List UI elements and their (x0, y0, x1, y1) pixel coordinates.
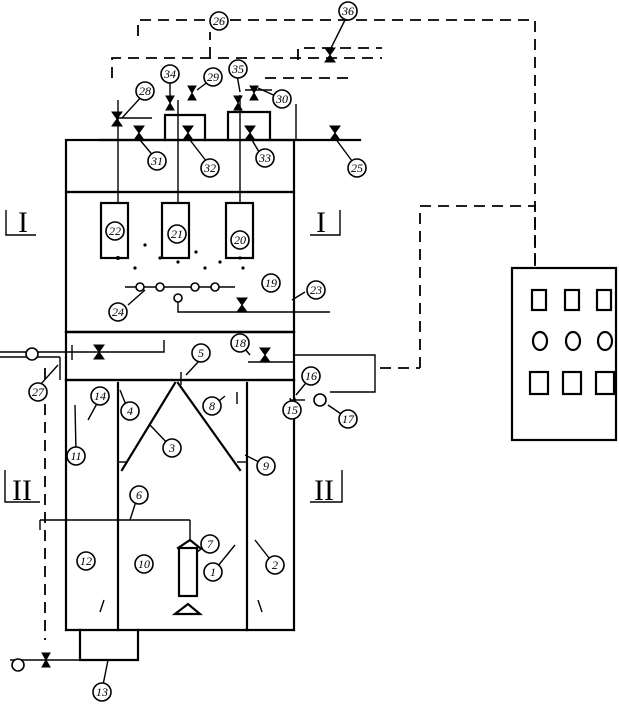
svg-text:3: 3 (168, 441, 175, 455)
draft-tube (39, 519, 204, 616)
svg-text:7: 7 (207, 537, 214, 551)
svg-text:16: 16 (305, 369, 317, 383)
control-lines (44, 19, 536, 640)
section-marks: I I II II (4, 206, 343, 507)
upper-vessel (64, 138, 296, 382)
callout-36: 36 (338, 1, 358, 21)
valves (41, 47, 341, 668)
callout-13: 13 (92, 682, 112, 702)
callout-11: 11 (66, 446, 86, 466)
callout-20: 20 (230, 230, 250, 250)
callout-7: 7 (200, 534, 220, 554)
callout-27: 27 (28, 382, 48, 402)
callout-12: 12 (76, 551, 96, 571)
callout-28: 28 (135, 81, 155, 101)
callout-19: 19 (261, 273, 281, 293)
callout-1: 1 (203, 562, 223, 582)
svg-text:34: 34 (163, 67, 176, 81)
svg-text:31: 31 (150, 154, 163, 168)
callout-18: 18 (230, 333, 250, 353)
svg-text:1: 1 (210, 565, 216, 579)
callout-6: 6 (129, 485, 149, 505)
svg-text:30: 30 (275, 92, 288, 106)
side-piping (0, 340, 376, 672)
svg-text:29: 29 (207, 70, 219, 84)
svg-text:8: 8 (209, 399, 215, 413)
callout-2: 2 (265, 555, 285, 575)
svg-text:27: 27 (32, 385, 45, 399)
svg-text:32: 32 (203, 161, 216, 175)
svg-text:22: 22 (109, 224, 121, 238)
callout-5: 5 (191, 343, 211, 363)
callout-16: 16 (301, 366, 321, 386)
svg-text:35: 35 (231, 62, 244, 76)
callout-26: 26 (209, 11, 229, 31)
svg-text:15: 15 (286, 403, 298, 417)
callout-10: 10 (134, 554, 154, 574)
callout-24: 24 (108, 302, 128, 322)
callout-35: 35 (228, 59, 248, 79)
svg-text:18: 18 (234, 336, 246, 350)
callout-32: 32 (200, 158, 220, 178)
svg-text:6: 6 (136, 488, 142, 502)
svg-text:9: 9 (263, 459, 269, 473)
bubbles (116, 243, 245, 270)
svg-text:14: 14 (94, 389, 106, 403)
callouts: 1 2 3 4 5 6 7 8 9 10 11 12 13 14 15 16 1… (28, 1, 367, 702)
lower-vessel (10, 378, 296, 662)
callout-4: 4 (120, 401, 140, 421)
svg-text:23: 23 (310, 283, 322, 297)
svg-text:5: 5 (198, 346, 204, 360)
svg-text:11: 11 (70, 449, 81, 463)
callout-8: 8 (202, 396, 222, 416)
control-panel (510, 266, 618, 442)
section-mark-2: I (316, 206, 326, 239)
svg-text:33: 33 (258, 151, 271, 165)
callout-15: 15 (282, 400, 302, 420)
aerator (125, 282, 330, 313)
svg-text:21: 21 (171, 227, 183, 241)
section-mark-3: II (12, 474, 32, 507)
svg-text:24: 24 (112, 305, 124, 319)
callout-33: 33 (255, 148, 275, 168)
callout-30: 30 (272, 89, 292, 109)
callout-21: 21 (167, 224, 187, 244)
svg-text:4: 4 (127, 404, 133, 418)
svg-text:17: 17 (342, 412, 355, 426)
callout-25: 25 (347, 158, 367, 178)
callout-3: 3 (162, 438, 182, 458)
callout-22: 22 (105, 221, 125, 241)
callout-9: 9 (256, 456, 276, 476)
svg-text:26: 26 (213, 14, 225, 28)
svg-text:28: 28 (139, 84, 151, 98)
callout-14: 14 (90, 386, 110, 406)
callout-34: 34 (160, 64, 180, 84)
callout-23: 23 (306, 280, 326, 300)
svg-text:19: 19 (265, 276, 277, 290)
svg-text:13: 13 (96, 685, 108, 699)
section-mark-4: II (314, 474, 334, 507)
section-mark-1: I (18, 206, 28, 239)
electrodes (99, 140, 255, 260)
callout-17: 17 (338, 409, 358, 429)
svg-text:20: 20 (234, 233, 246, 247)
svg-text:12: 12 (80, 554, 92, 568)
svg-text:25: 25 (351, 161, 363, 175)
callout-29: 29 (203, 67, 223, 87)
svg-text:2: 2 (272, 558, 278, 572)
svg-text:36: 36 (341, 4, 354, 18)
svg-text:10: 10 (138, 557, 150, 571)
callout-31: 31 (147, 151, 167, 171)
